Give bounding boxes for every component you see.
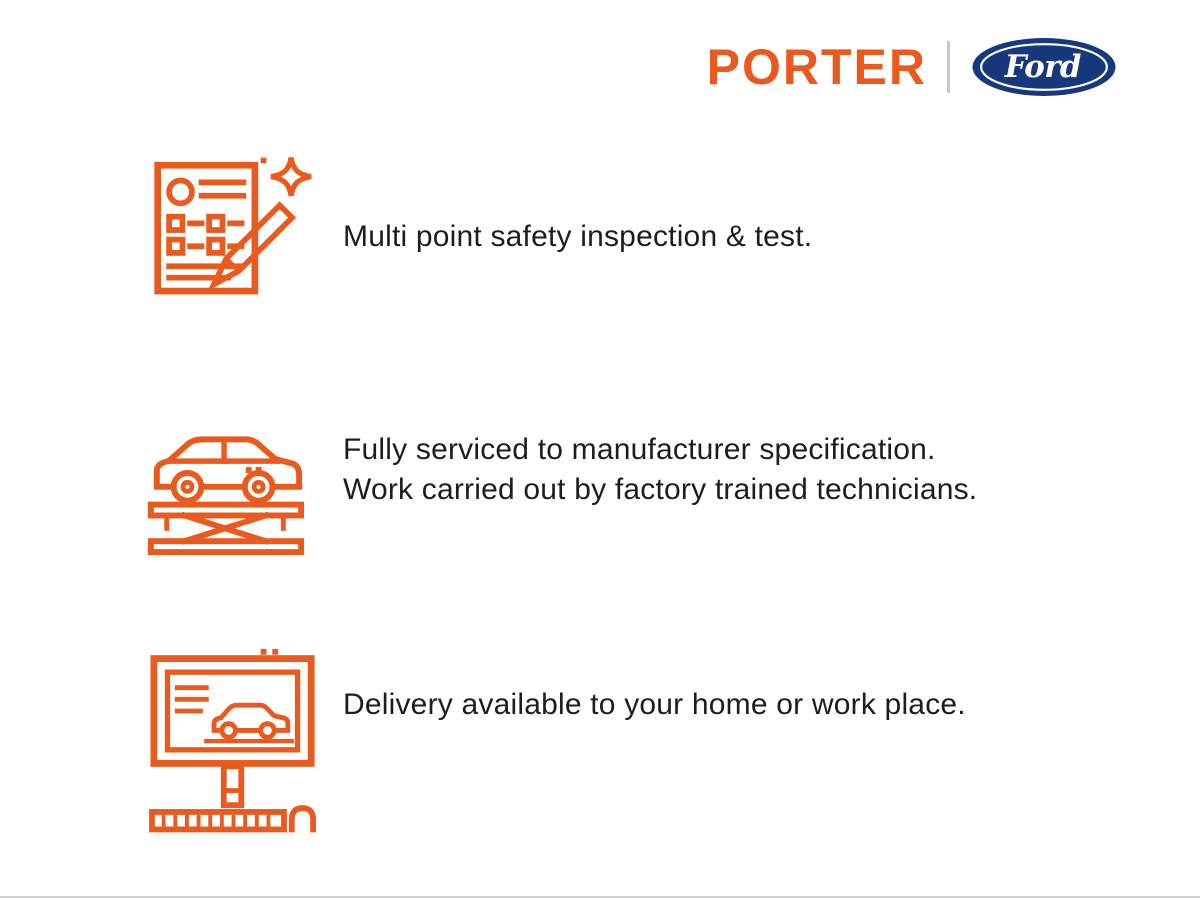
brand-header: PORTER Ford [707,36,1118,98]
feature-text-service: Fully serviced to manufacturer specifica… [343,430,977,510]
car-on-lift-icon [143,388,311,556]
logo-divider [947,41,950,93]
feature-line: Delivery available to your home or work … [343,688,966,721]
ford-logo-icon: Ford [972,38,1116,96]
delivery-computer-icon [146,645,321,844]
feature-line: Multi point safety inspection & test. [343,220,813,253]
inspection-checklist-icon [146,150,318,312]
bottom-divider [0,896,1200,898]
feature-text-delivery: Delivery available to your home or work … [343,685,966,725]
feature-text-inspection: Multi point safety inspection & test. [343,217,812,257]
feature-line: Fully serviced to manufacturer specifica… [343,433,936,466]
feature-line: Work carried out by factory trained tech… [343,473,978,506]
ford-logo-text: Ford [1004,49,1081,85]
porter-logo: PORTER [706,39,927,95]
